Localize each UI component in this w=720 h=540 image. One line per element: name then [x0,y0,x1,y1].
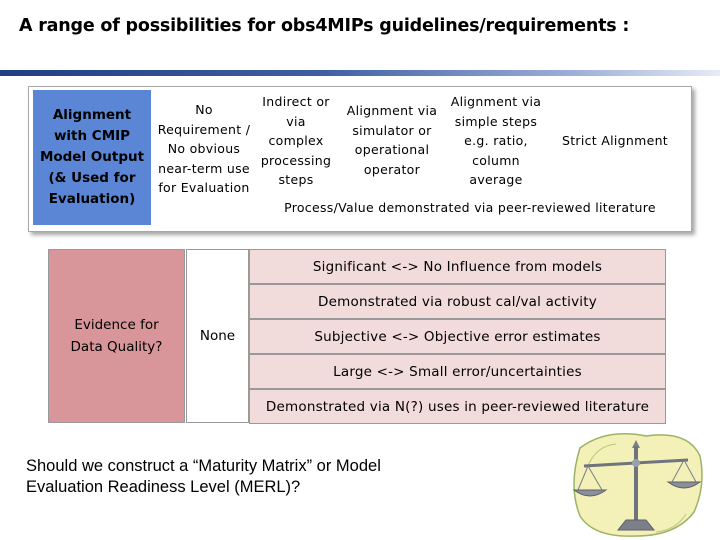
alignment-level-indirect: Indirect or via complex processing steps [260,94,332,187]
alignment-level-no-requirement: No Requirement / No obvious near-term us… [157,102,251,195]
evidence-row: Subjective <-> Objective error estimates [249,319,666,354]
evidence-label: Evidence for Data Quality? [48,249,185,423]
evidence-row: Demonstrated via robust cal/val activity [249,284,666,319]
alignment-label: Alignment with CMIP Model Output (& Used… [33,90,151,225]
evidence-row: Large <-> Small error/uncertainties [249,354,666,389]
alignment-level-simulator: Alignment via simulator or operational o… [346,103,438,177]
maturity-matrix-question: Should we construct a “Maturity Matrix” … [26,457,381,496]
evidence-row: Significant <-> No Influence from models [249,249,666,284]
evidence-row: Demonstrated via N(?) uses in peer-revie… [249,389,666,424]
slide-title: A range of possibilities for obs4MIPs gu… [19,16,630,36]
alignment-label-text: Alignment with CMIP Model Output (& Used… [39,107,145,207]
alignment-level-simple-steps: Alignment via simple steps e.g. ratio, c… [450,94,542,187]
evidence-label-text: Evidence for Data Quality? [70,317,163,355]
process-note: Process/Value demonstrated via peer-revi… [284,200,656,215]
title-underline [0,70,720,76]
none-cell: None [186,249,249,423]
alignment-level-strict: Strict Alignment [561,133,669,148]
balance-scales-icon [572,433,703,537]
